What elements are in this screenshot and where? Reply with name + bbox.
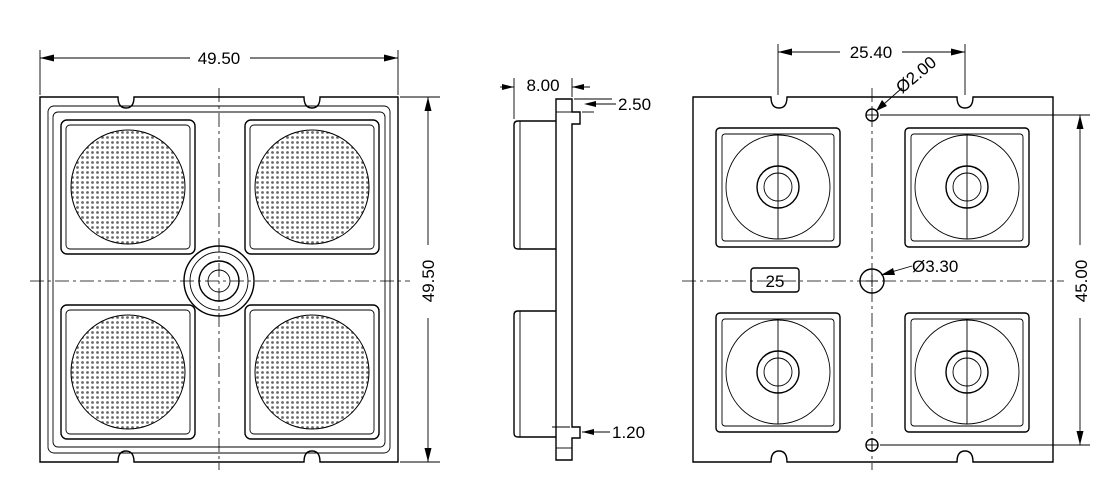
- textured-lens: [254, 129, 370, 245]
- lens-cell-top-left: [60, 119, 196, 255]
- pin-hole-label: Ø2.00: [892, 53, 940, 97]
- part-tag-label: 25: [766, 272, 785, 291]
- front-outline: [39, 96, 399, 463]
- back-height-dimension: 45.00: [880, 114, 1091, 446]
- side-lens-lower: [513, 310, 556, 438]
- center-hole-leader: Ø3.30: [880, 257, 958, 276]
- side-view: 8.00 2.50 1.20: [500, 76, 651, 461]
- textured-lens: [254, 314, 370, 430]
- led-cell-top-right: [904, 127, 1030, 248]
- side-flange-dimension: 2.50: [574, 95, 651, 114]
- lens-cell-bottom-left: [60, 304, 196, 440]
- side-foot-label: 1.20: [612, 423, 645, 442]
- led-cell-top-left: [715, 127, 841, 248]
- back-view: 25 25.40 Ø2.00 Ø3.30: [682, 43, 1091, 470]
- front-height-label: 49.50: [419, 260, 438, 303]
- back-pitch-dimension: 25.40: [777, 43, 966, 95]
- back-height-label: 45.00: [1072, 260, 1091, 303]
- front-view: 49.50 49.50: [30, 49, 440, 470]
- side-lens-upper: [513, 120, 556, 250]
- pin-hole-top: [865, 108, 879, 122]
- front-height-dimension: 49.50: [400, 96, 440, 463]
- back-pitch-label: 25.40: [850, 43, 893, 62]
- textured-lens: [70, 314, 186, 430]
- pin-hole-bottom: [865, 438, 879, 452]
- led-cell-bottom-left: [715, 312, 841, 433]
- lens-cell-top-right: [244, 119, 380, 255]
- side-thickness-dimension: 8.00: [500, 76, 590, 119]
- side-profile: [555, 98, 581, 461]
- front-width-dimension: 49.50: [39, 49, 399, 95]
- back-outline: [692, 96, 1054, 463]
- side-thickness-label: 8.00: [526, 76, 559, 95]
- part-tag: 25: [750, 267, 800, 293]
- led-cell-bottom-right: [904, 312, 1030, 433]
- lens-cell-bottom-right: [244, 304, 380, 440]
- textured-lens: [70, 129, 186, 245]
- center-hole: [859, 268, 885, 294]
- side-foot-dimension: 1.20: [552, 423, 645, 442]
- front-width-label: 49.50: [198, 49, 241, 68]
- side-flange-label: 2.50: [618, 95, 651, 114]
- center-hole-label: Ø3.30: [912, 257, 958, 276]
